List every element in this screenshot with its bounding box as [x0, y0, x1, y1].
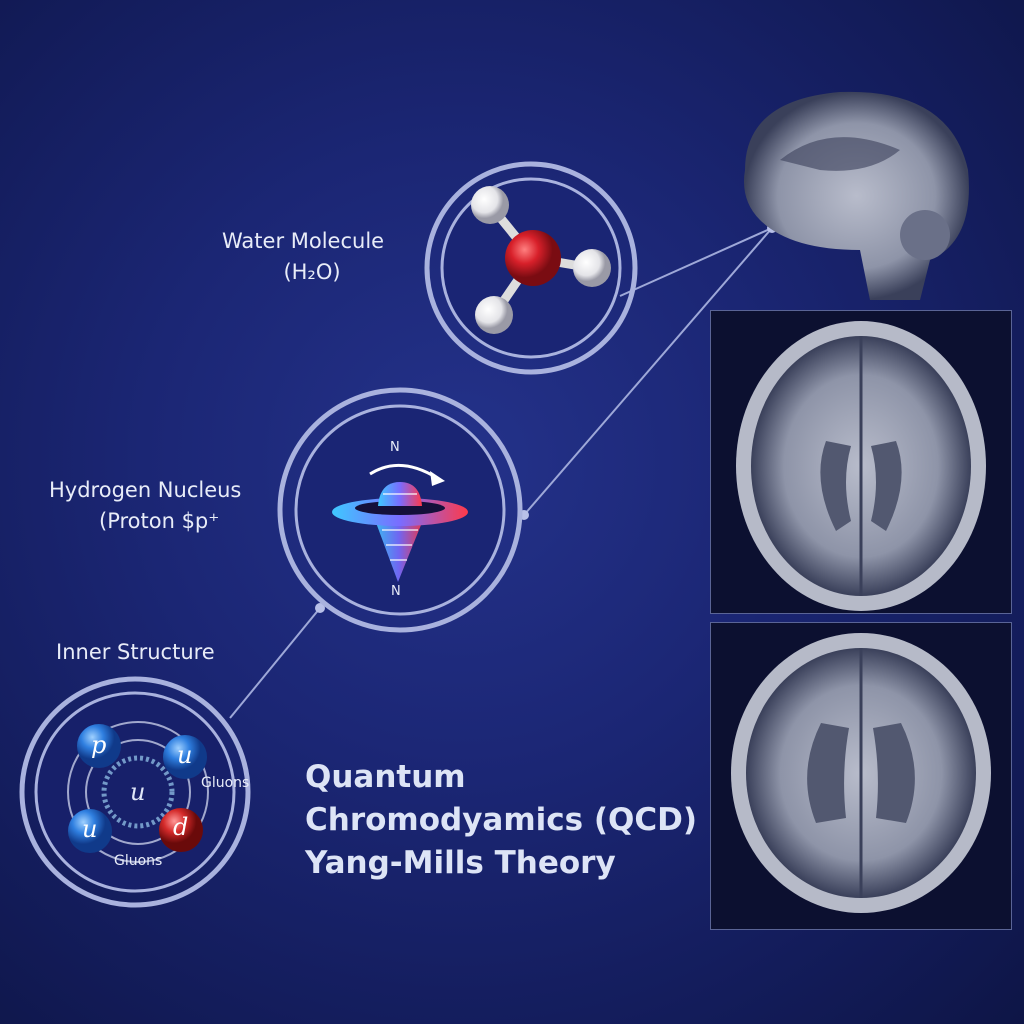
hydrogen-nucleus-label: Hydrogen Nucleus	[49, 478, 242, 502]
quark-label-u: u	[177, 741, 193, 769]
proton-label: (Proton $p⁺	[99, 509, 220, 533]
quark-d	[159, 808, 203, 852]
connector-lines	[229, 227, 773, 719]
hydrogen-nucleus-circle	[277, 387, 523, 633]
connector-dot	[315, 603, 325, 613]
quark-label-u: u	[82, 815, 98, 843]
quark-p	[77, 724, 121, 768]
water-molecule-icon	[471, 186, 611, 334]
quark-label-center-u: u	[130, 778, 146, 806]
quark-u	[68, 809, 112, 853]
north-pole-bottom: N	[391, 584, 401, 599]
gluons-label-bottom: Gluons	[114, 853, 163, 869]
title-line-1: Quantum	[305, 759, 466, 795]
brain-sagittal-scan	[744, 91, 969, 300]
brain-axial-scan-2	[710, 622, 1012, 930]
spinning-proton-icon	[332, 463, 468, 582]
diagram-title: Quantum Chromodyamics (QCD) Yang-Mills T…	[305, 756, 697, 885]
inner-structure-label: Inner Structure	[56, 640, 215, 664]
water-molecule-circle	[424, 161, 638, 375]
water-formula-label: (H₂O)	[283, 260, 341, 284]
quark-u	[163, 735, 207, 779]
north-pole-top: N	[390, 440, 400, 455]
water-molecule-label: Water Molecule	[222, 229, 385, 253]
title-line-2: Chromodyamics (QCD)	[305, 802, 698, 838]
quark-label-p: p	[91, 731, 107, 759]
title-line-3: Yang-Mills Theory	[305, 845, 616, 881]
gluons-label-right: Gluons	[201, 775, 250, 791]
inner-structure-circle	[19, 676, 251, 908]
brain-axial-scan-1	[710, 310, 1012, 614]
quark-label-d: d	[173, 813, 189, 841]
gluon-orbits	[67, 721, 209, 863]
